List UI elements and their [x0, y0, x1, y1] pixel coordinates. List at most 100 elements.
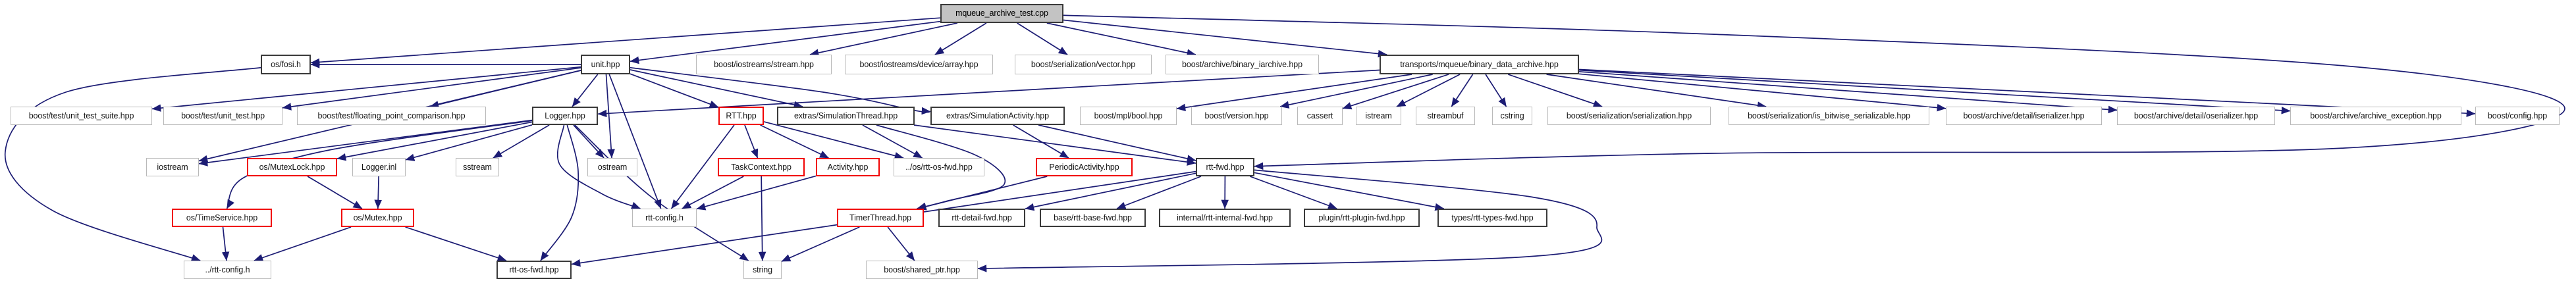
graph-node-cstring: cstring [1492, 107, 1532, 125]
edge-bda-to-bconfig [1578, 68, 2476, 117]
graph-node-string: string [743, 261, 782, 279]
graph-node-timeservice[interactable]: os/TimeService.hpp [172, 209, 272, 227]
graph-node-simthread[interactable]: extras/SimulationThread.hpp [777, 107, 915, 125]
graph-node-internalfwd[interactable]: internal/rtt-internal-fwd.hpp [1159, 209, 1291, 227]
edge-bda-to-mplbool [1176, 74, 1412, 112]
edge-simthread-to-osfwd_rel [862, 124, 923, 159]
edge-bda-to-version [1279, 74, 1433, 109]
graph-node-iostream: iostream [146, 158, 199, 176]
edge-main-to-iostream_array [934, 22, 987, 55]
edge-timeservice-to-rttconfig_rel [221, 226, 230, 261]
edge-bda-to-oser [1578, 71, 2118, 114]
edge-unit-to-ostream [605, 74, 615, 159]
graph-node-rtt[interactable]: RTT.hpp [718, 107, 764, 125]
graph-node-streambuf: streambuf [1416, 107, 1475, 125]
graph-node-version: boost/version.hpp [1191, 107, 1282, 125]
graph-node-mutexlock[interactable]: os/MutexLock.hpp [247, 158, 337, 176]
edge-simact-to-periodic [1013, 124, 1069, 159]
graph-node-osfwd_rel: ../os/rtt-os-fwd.hpp [894, 158, 984, 176]
edge-unit-to-simthread [630, 69, 803, 109]
graph-node-rttfwd[interactable]: rtt-fwd.hpp [1196, 158, 1254, 176]
edge-timerthread-to-string [781, 226, 860, 262]
edge-simthread-to-rttfwd [913, 124, 1196, 166]
edge-logger-to-rttconfig [556, 124, 641, 209]
graph-node-sstream: sstream [456, 158, 499, 176]
edge-rtt-to-rttconfig [670, 124, 735, 209]
graph-node-typesfwd[interactable]: types/rtt-types-fwd.hpp [1437, 209, 1547, 227]
edge-activity-to-rttconfig [696, 175, 817, 211]
graph-node-unit[interactable]: unit.hpp [581, 55, 630, 74]
graph-node-fosi[interactable]: os/fosi.h [261, 55, 311, 74]
graph-node-basefwd[interactable]: base/rtt-base-fwd.hpp [1040, 209, 1146, 227]
edge-unit-to-rttconfig [608, 74, 662, 209]
edge-bda-to-cstring [1485, 74, 1507, 107]
graph-node-logger[interactable]: Logger.hpp [532, 107, 598, 125]
edge-bda-to-ser_ser [1507, 74, 1603, 108]
graph-node-rttconfig_rel: ../rtt-config.h [184, 261, 271, 279]
edge-rttfwd-to-sharedptr [977, 169, 1603, 272]
edge-main-to-unit [630, 20, 941, 64]
edge-simact-to-rttfwd [1038, 124, 1196, 163]
edge-logger-to-string [574, 124, 749, 261]
edge-logger-to-timeservice [226, 120, 533, 209]
graph-node-bda[interactable]: transports/mqueue/binary_data_archive.hp… [1380, 55, 1579, 74]
graph-node-loggerinl: Logger.inl [352, 158, 406, 176]
graph-node-archex: boost/archive/archive_exception.hpp [2290, 107, 2461, 125]
edge-bda-to-streambuf [1451, 74, 1474, 107]
edge-bda-to-bitwise [1546, 74, 1767, 109]
graph-node-timerthread[interactable]: TimerThread.hpp [837, 209, 924, 227]
graph-node-uts: boost/test/unit_test_suite.hpp [11, 107, 152, 125]
graph-node-bconfig: boost/config.hpp [2475, 107, 2560, 125]
graph-node-ser_vector: boost/serialization/vector.hpp [1015, 55, 1152, 74]
edge-unit-to-rtt [630, 73, 719, 108]
edge-bda-to-iser [1578, 73, 1946, 112]
graph-node-pluginfwd[interactable]: plugin/rtt-plugin-fwd.hpp [1304, 209, 1420, 227]
edge-mutex-to-rttosfwd [405, 226, 507, 262]
edge-main-to-bin_iarchive [1046, 22, 1196, 57]
graph-node-bin_iarchive: boost/archive/binary_iarchive.hpp [1166, 55, 1319, 74]
edge-bda-to-cassert [1342, 74, 1449, 110]
edge-unit-to-logger [572, 74, 599, 107]
graph-node-fpc: boost/test/floating_point_comparison.hpp [297, 107, 486, 125]
edge-logger-to-ostream [573, 124, 604, 159]
graph-node-rttosfwd[interactable]: rtt-os-fwd.hpp [496, 261, 572, 279]
graph-node-oser: boost/archive/detail/oserializer.hpp [2117, 107, 2275, 125]
graph-node-taskcontext[interactable]: TaskContext.hpp [718, 158, 805, 176]
graph-node-simact[interactable]: extras/SimulationActivity.hpp [930, 107, 1065, 125]
edge-unit-to-ut [282, 67, 581, 111]
edge-taskcontext-to-rttconfig [682, 176, 744, 209]
edge-rttfwd-to-typesfwd [1254, 172, 1445, 211]
graph-node-cassert: cassert [1297, 107, 1343, 125]
graph-node-detailfwd[interactable]: rtt-detail-fwd.hpp [938, 209, 1025, 227]
edge-rtt-to-taskcontext [744, 124, 759, 159]
edge-logger-to-sstream [493, 124, 550, 159]
edge-logger-to-loggerinl [405, 124, 533, 161]
graph-node-mplbool: boost/mpl/bool.hpp [1080, 107, 1177, 125]
edge-unit-to-simact [630, 66, 931, 115]
graph-node-istream: istream [1356, 107, 1401, 125]
edge-unit-to-uts [151, 66, 581, 112]
edge-periodic-to-timerthread [917, 176, 1048, 211]
edge-main-to-fosi [310, 17, 941, 66]
edge-taskcontext-to-string [758, 176, 766, 261]
graph-node-activity[interactable]: Activity.hpp [816, 158, 880, 176]
edge-main-to-ser_vector [1017, 22, 1068, 55]
graph-node-ser_ser: boost/serialization/serialization.hpp [1547, 107, 1711, 125]
edge-bda-to-istream [1396, 74, 1461, 107]
graph-node-periodic[interactable]: PeriodicActivity.hpp [1036, 158, 1133, 176]
edge-mutex-to-rttconfig_rel [254, 226, 352, 262]
edge-rttfwd-to-basefwd [1116, 176, 1202, 209]
edge-rttfwd-to-pluginfwd [1249, 176, 1337, 209]
graph-node-bitwise: boost/serialization/is_bitwise_serializa… [1729, 107, 1929, 125]
edge-loggerinl-to-mutex [374, 176, 382, 209]
graph-node-mutex[interactable]: os/Mutex.hpp [341, 209, 414, 227]
edge-rttfwd-to-detailfwd [1025, 172, 1196, 211]
edge-logger-to-iostream [198, 119, 533, 166]
edge-main-to-bda [1063, 19, 1387, 58]
edge-rtt-to-osfwd_rel [763, 121, 904, 160]
edge-logger-to-rttosfwd [540, 124, 579, 261]
graph-node-iostream_stream: boost/iostreams/stream.hpp [696, 55, 832, 74]
graph-node-rttconfig: rtt-config.h [632, 209, 697, 227]
edge-timerthread-to-sharedptr [887, 226, 915, 261]
graph-node-iostream_array: boost/iostreams/device/array.hpp [845, 55, 993, 74]
